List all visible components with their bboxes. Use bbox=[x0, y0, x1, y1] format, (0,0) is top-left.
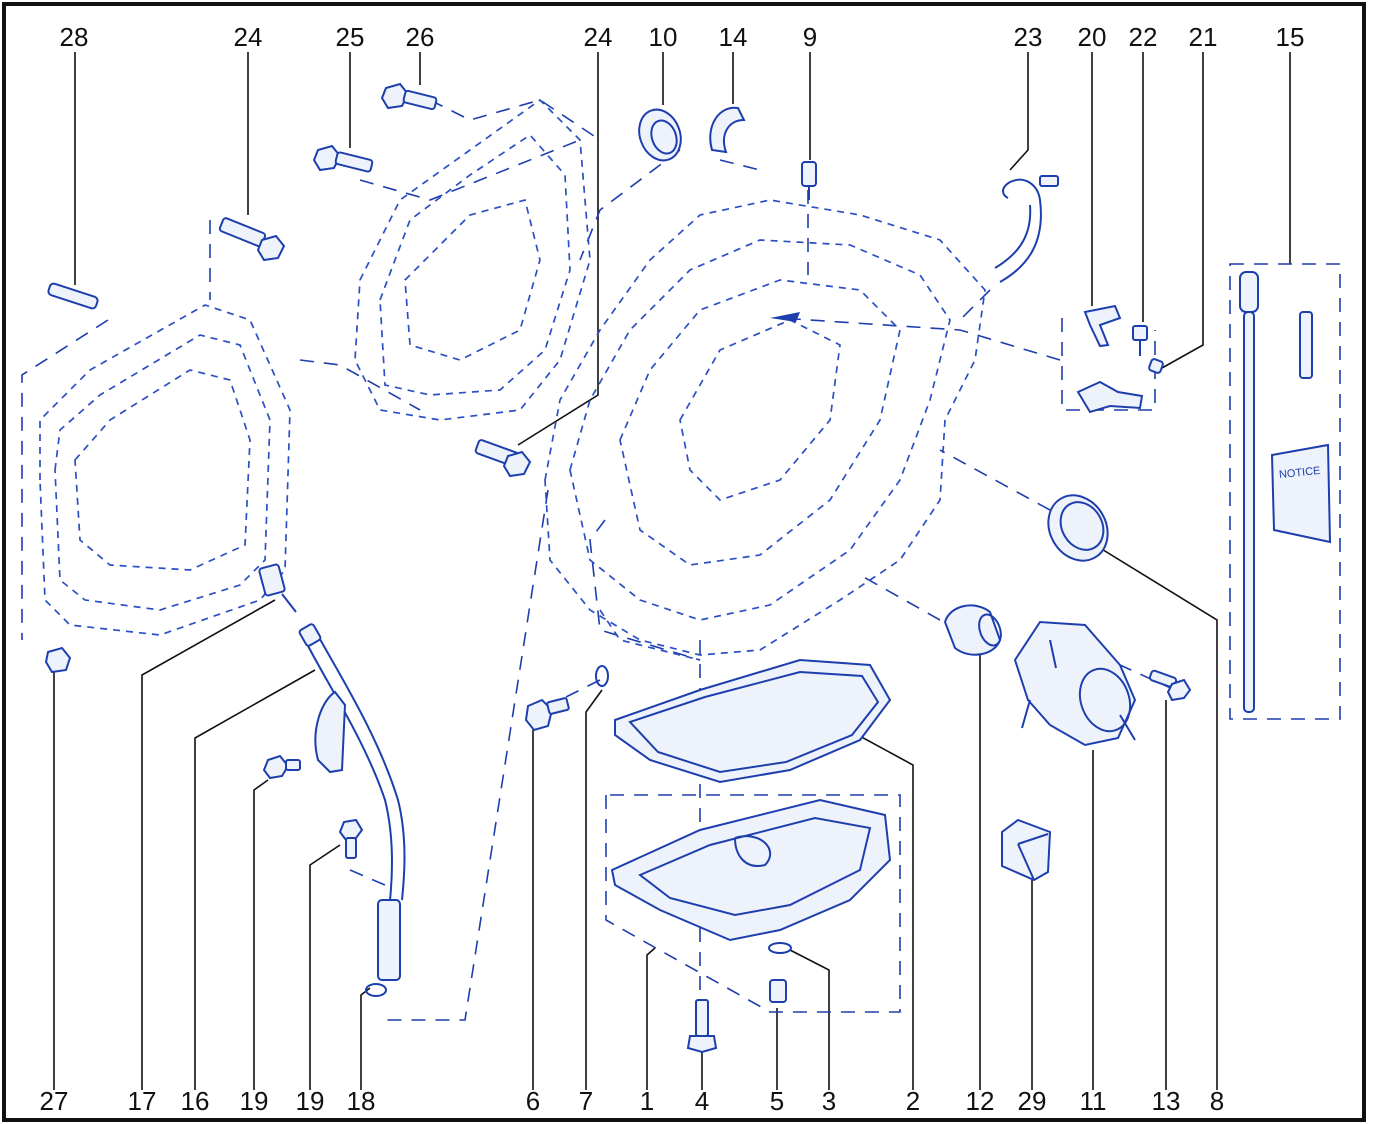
bolt-24-upper bbox=[218, 217, 286, 262]
label-16: 16 bbox=[181, 1086, 210, 1116]
block-29 bbox=[1001, 818, 1052, 882]
label-4: 4 bbox=[695, 1086, 709, 1116]
label-19a: 19 bbox=[240, 1086, 269, 1116]
label-12: 12 bbox=[966, 1086, 995, 1116]
label-29: 29 bbox=[1018, 1086, 1047, 1116]
notice-booklet-text: NOTICE bbox=[1278, 465, 1321, 481]
bushing-12 bbox=[943, 604, 1002, 656]
oring-18 bbox=[365, 983, 387, 997]
top-leader-lines bbox=[74, 52, 1291, 446]
clip-14 bbox=[709, 106, 746, 154]
stud-28 bbox=[47, 282, 99, 310]
hose-23 bbox=[994, 175, 1059, 283]
label-28: 28 bbox=[60, 22, 89, 52]
label-7: 7 bbox=[579, 1086, 593, 1116]
gearbox-main-body bbox=[544, 199, 986, 661]
label-24b: 24 bbox=[584, 22, 613, 52]
sensor-9 bbox=[801, 161, 817, 200]
label-9: 9 bbox=[803, 22, 817, 52]
diagram-border bbox=[2, 2, 1366, 1122]
label-13: 13 bbox=[1152, 1086, 1181, 1116]
label-14: 14 bbox=[719, 22, 748, 52]
gasket-2 bbox=[614, 658, 892, 784]
bolt-24-lower bbox=[474, 439, 532, 478]
plug-5 bbox=[769, 979, 787, 1003]
label-1: 1 bbox=[640, 1086, 654, 1116]
bracket-group-20-21-22 bbox=[1076, 304, 1164, 414]
left-housing-cover bbox=[39, 304, 291, 636]
label-23: 23 bbox=[1014, 22, 1043, 52]
seal-ring-8 bbox=[1047, 494, 1109, 562]
top-label-row: 28 24 25 26 24 10 14 9 23 20 22 21 15 bbox=[60, 22, 1305, 52]
label-25: 25 bbox=[336, 22, 365, 52]
nut-27 bbox=[44, 646, 72, 674]
label-24a: 24 bbox=[234, 22, 263, 52]
bottom-label-row: 27 17 16 19 19 18 6 7 1 4 5 3 2 12 29 11… bbox=[40, 1086, 1225, 1116]
bolt-13 bbox=[1148, 669, 1192, 702]
label-10: 10 bbox=[649, 22, 678, 52]
label-15: 15 bbox=[1276, 22, 1305, 52]
label-11: 11 bbox=[1080, 1086, 1107, 1116]
label-8: 8 bbox=[1210, 1086, 1224, 1116]
label-18: 18 bbox=[347, 1086, 376, 1116]
dipstick-tube-16 bbox=[298, 623, 406, 981]
dipstick-kit-15: NOTICE bbox=[1239, 271, 1332, 713]
bolt-26 bbox=[380, 82, 438, 111]
notice-booklet bbox=[1270, 443, 1332, 544]
washer-7 bbox=[595, 665, 609, 687]
label-22: 22 bbox=[1129, 22, 1158, 52]
upper-housing-block bbox=[354, 98, 591, 421]
oil-pan-1 bbox=[610, 798, 892, 942]
label-17: 17 bbox=[128, 1086, 157, 1116]
label-2: 2 bbox=[906, 1086, 920, 1116]
bracket-19 bbox=[314, 690, 347, 774]
label-27: 27 bbox=[40, 1086, 69, 1116]
washer-3 bbox=[768, 942, 792, 954]
seal-10 bbox=[638, 108, 682, 162]
bolt-19a bbox=[262, 754, 301, 780]
sensor-17 bbox=[258, 563, 297, 613]
label-20: 20 bbox=[1078, 22, 1107, 52]
label-21: 21 bbox=[1189, 22, 1218, 52]
bolt-6 bbox=[524, 697, 570, 732]
bolt-25 bbox=[312, 144, 374, 173]
bolt-4 bbox=[686, 999, 718, 1054]
bottom-leader-lines bbox=[53, 547, 1218, 1090]
label-26: 26 bbox=[406, 22, 435, 52]
cooler-11 bbox=[1013, 620, 1137, 747]
label-19b: 19 bbox=[296, 1086, 325, 1116]
label-5: 5 bbox=[770, 1086, 784, 1116]
label-3: 3 bbox=[822, 1086, 836, 1116]
bolt-19b bbox=[338, 818, 364, 859]
label-6: 6 bbox=[526, 1086, 540, 1116]
